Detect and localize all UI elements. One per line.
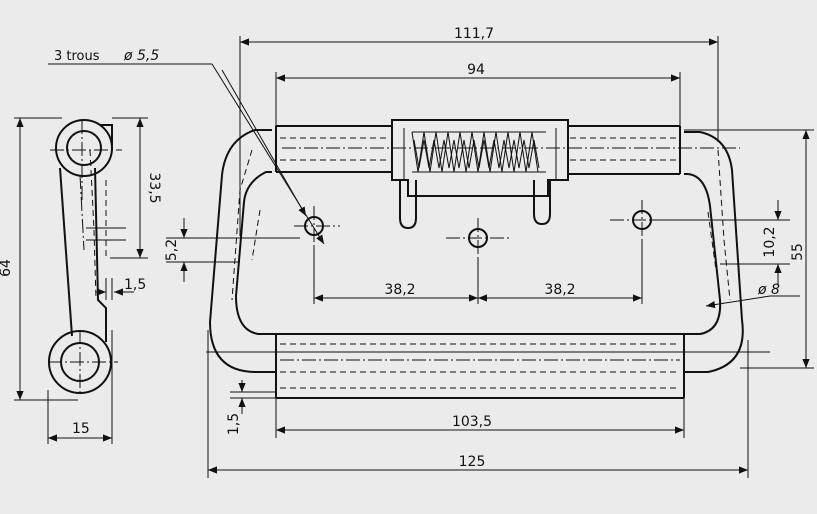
side-view: 64 33,5 1,5 15 — [0, 117, 162, 444]
dim-total-length: 125 — [459, 454, 486, 470]
note-hole-diameter: ø 5,5 — [123, 48, 159, 64]
dim-hole-offset: 10,2 — [762, 226, 778, 257]
dim-side-upper: 33,5 — [146, 172, 162, 203]
dim-overall-width: 111,7 — [454, 26, 494, 42]
dim-rod-dia: ø 8 — [757, 282, 780, 298]
dim-hole-span: 94 — [467, 62, 485, 78]
dim-grip-length: 103,5 — [452, 414, 492, 430]
dim-side-thickness: 1,5 — [124, 277, 146, 293]
dim-pitch-left: 38,2 — [384, 282, 415, 298]
dim-side-height: 64 — [0, 259, 14, 277]
note-holes: 3 trous — [54, 49, 100, 64]
front-view: 111,7 94 3 trous ø 5,5 38,2 38,2 5,2 10,… — [48, 26, 814, 478]
dim-thickness: 1,5 — [226, 413, 242, 435]
dim-wall-left: 5,2 — [164, 239, 180, 261]
dim-pitch-right: 38,2 — [544, 282, 575, 298]
spring — [411, 131, 546, 173]
dim-height-total: 55 — [790, 243, 806, 261]
dim-side-width: 15 — [72, 421, 90, 437]
